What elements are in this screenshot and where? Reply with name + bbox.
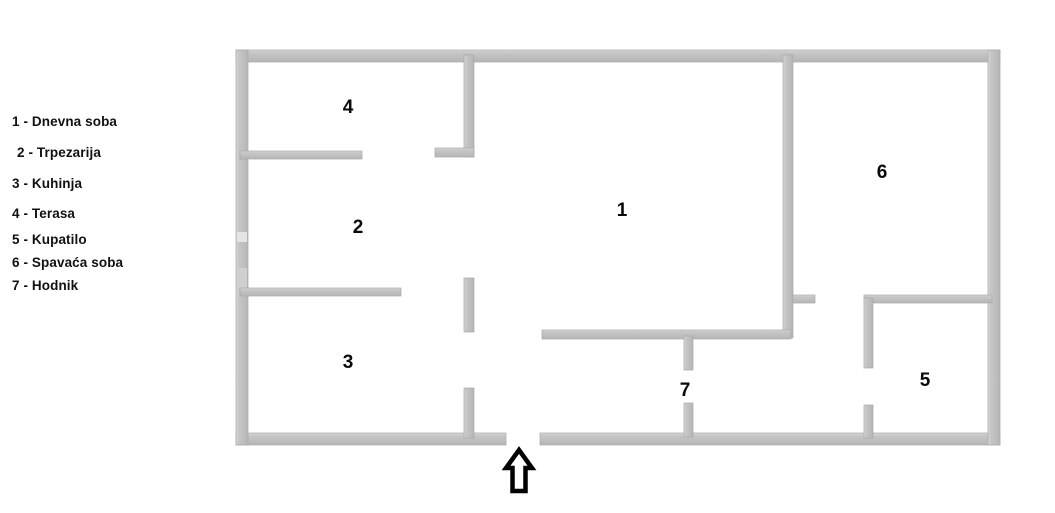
room-number-labels: 1 2 3 4 5 6 7 [343, 97, 931, 401]
exterior-wall-bottom-right [539, 432, 1001, 446]
wall-horizontal-dining-kitchen [239, 287, 402, 297]
wall-horizontal-terrace-dining [239, 150, 363, 160]
wall-vertical-bathroom-upper [863, 297, 874, 369]
wall-vertical-bathroom-lower [863, 404, 874, 439]
room-label-7: 7 [680, 380, 691, 401]
wall-vertical-terrace-right [463, 54, 475, 158]
room-label-3: 3 [343, 352, 354, 373]
room-label-4: 4 [343, 97, 354, 118]
legend-item-3: 3 - Kuhinja [12, 176, 83, 191]
legend-item-7: 7 - Hodnik [12, 278, 79, 293]
wall-vertical-kitchen-upper [463, 277, 475, 333]
room-label-2: 2 [353, 217, 364, 238]
wall-horizontal-living-hallway [541, 329, 792, 340]
entrance-arrow-icon [501, 446, 537, 494]
window-left-lower [237, 268, 247, 288]
legend-item-1: 1 - Dnevna soba [12, 114, 118, 129]
wall-vertical-hallway-lower [683, 402, 694, 438]
interior-walls [239, 54, 993, 439]
exterior-wall-top [235, 49, 1001, 63]
room-label-5: 5 [920, 370, 931, 391]
wall-vertical-kitchen-lower [463, 387, 475, 439]
exterior-wall-right [987, 49, 1001, 446]
room-label-1: 1 [617, 200, 628, 221]
wall-horizontal-bathroom-top [863, 294, 993, 304]
exterior-wall-left [235, 49, 249, 446]
legend-item-6: 6 - Spavaća soba [12, 255, 124, 270]
wall-stub-bedroom-door [792, 294, 816, 304]
legend-item-2: 2 - Trpezarija [17, 145, 101, 160]
legend-item-4: 4 - Terasa [12, 206, 76, 221]
wall-vertical-hallway-upper [683, 335, 694, 371]
wall-vertical-living-bedroom [782, 54, 794, 339]
wall-stub-terrace-bottom [434, 147, 475, 158]
legend-item-5: 5 - Kupatilo [12, 232, 87, 247]
exterior-walls [235, 49, 1001, 446]
window-left-upper [237, 232, 247, 242]
room-label-6: 6 [877, 162, 888, 183]
